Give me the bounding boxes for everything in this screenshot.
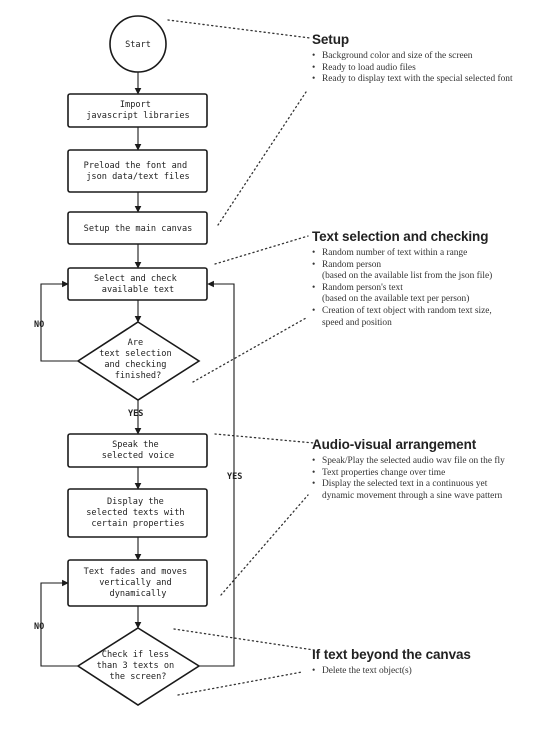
bullet-icon: • [312,666,316,676]
node-fades-label: Text fades and moves vertically and dyna… [84,567,193,599]
panel-beyond-canvas-title: If text beyond the canvas [312,647,471,662]
bullet-icon: • [312,456,316,466]
edge-label-no-1: NO [34,320,44,330]
node-decision2-shape [76,627,201,706]
node-labels: Start Import javascript libraries Preloa… [84,40,193,682]
list-item: •Display the selected text in a continuo… [312,479,542,502]
list-item-subtext: dynamic movement through a sine wave pat… [322,490,503,501]
edge-label-yes-2: YES [227,472,242,482]
edge-label-no-2: NO [34,622,44,632]
node-setup-shape [67,211,208,245]
edge-label-yes-1: YES [128,409,143,419]
bullet-icon: • [312,259,316,270]
panel-beyond-canvas-list: •Delete the text object(s) [312,666,542,678]
bullet-icon: • [312,74,316,85]
connector-bottom-beyond [177,671,303,696]
node-display-shape [67,488,208,538]
list-item-subtext: (based on the available list from the js… [322,271,493,282]
panel-setup: Setup •Background color and size of the … [312,32,542,86]
connector-decision-text [192,317,307,383]
connector-fades-audio [220,494,309,596]
node-decision1-shape [76,321,201,401]
list-item: •Ready to load audio files [312,62,416,73]
dotted-connectors [167,19,315,696]
node-select-label: Select and check available text [94,274,182,295]
panel-setup-title: Setup [312,32,350,47]
node-start-label: Start [125,40,151,50]
connector-check-beyond [173,628,315,651]
edge-decision2-yes-loop [199,280,235,667]
panel-text-selection-list: •Random number of text within a range •R… [312,248,542,329]
node-decision2-label: Check if less than 3 texts on the screen… [97,650,180,682]
node-display-label: Display the selected texts with certain … [86,497,190,529]
node-setup-label: Setup the main canvas [84,224,193,234]
list-item: •Background color and size of the screen [312,51,473,61]
list-item: •Text properties change over time [312,467,446,478]
node-preload-label: Preload the font and json data/text file… [84,161,193,182]
edge-decision2-no-loop [40,579,78,667]
node-select-shape [67,267,208,301]
list-item-subtext: (based on the available text per person) [322,294,470,305]
node-import-label: Import javascript libraries [86,100,189,121]
bullet-icon: • [312,467,316,478]
list-item: •Creation of text object with random tex… [312,306,542,329]
flow-edges [40,72,235,667]
bullet-icon: • [312,305,316,316]
node-preload-shape [67,149,208,193]
edge-decision1-no-loop [40,280,78,362]
connector-select-text [214,235,309,265]
list-item: •Ready to display text with the special … [312,74,513,85]
panel-audio-visual: Audio-visual arrangement •Speak/Play the… [312,437,542,502]
panel-text-selection: Text selection and checking •Random numb… [312,229,542,329]
flow-nodes [67,15,208,706]
connector-canvas-setup [217,91,307,226]
bullet-icon: • [312,62,316,73]
panel-audio-visual-title: Audio-visual arrangement [312,437,477,452]
connector-start-setup [167,19,311,39]
panel-setup-list: •Background color and size of the screen… [312,51,542,86]
list-item: •Speak/Play the selected audio wav file … [312,456,505,466]
node-start-shape [109,15,167,73]
bullet-icon: • [312,282,316,293]
list-item: •Random person(based on the available li… [312,260,542,283]
list-item: •Delete the text object(s) [312,666,412,676]
edge-labels: NO YES NO YES [34,320,242,632]
bullet-icon: • [312,51,316,61]
connector-speak-audio [214,433,315,444]
panel-text-selection-title: Text selection and checking [312,229,489,244]
node-import-shape [67,93,208,128]
list-item: •Random number of text within a range [312,248,468,258]
node-speak-shape [67,433,208,468]
bullet-icon: • [312,248,316,258]
bullet-icon: • [312,479,316,490]
list-item-subtext: speed and position [322,317,392,328]
panel-beyond-canvas: If text beyond the canvas •Delete the te… [312,647,542,678]
list-item: •Random person's text(based on the avail… [312,283,542,306]
node-decision1-label: Are text selection and checking finished… [99,338,177,381]
node-speak-label: Speak the selected voice [102,440,174,461]
node-fades-shape [67,559,208,607]
panel-audio-visual-list: •Speak/Play the selected audio wav file … [312,456,542,502]
